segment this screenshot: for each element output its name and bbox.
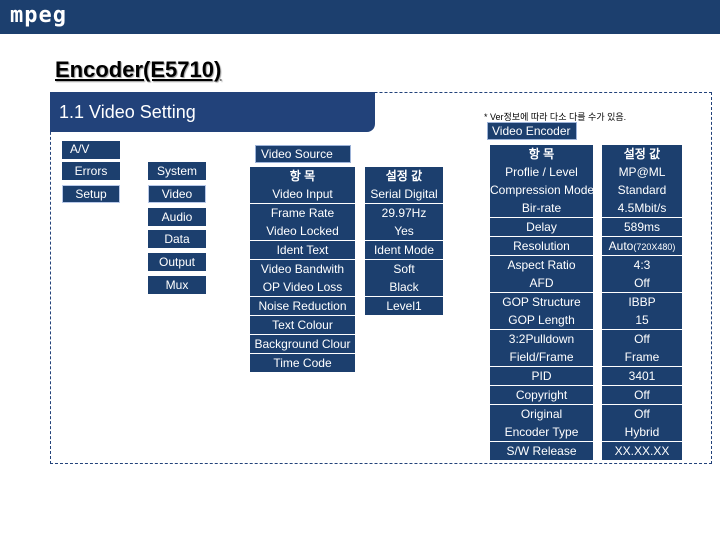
row-value-text: Off [634,276,650,290]
submenu-item-output[interactable]: Output [148,253,206,271]
row-value[interactable]: Black [365,278,443,296]
row-value[interactable]: 589ms [602,218,682,236]
row-value-text: 4:3 [633,258,651,272]
row-label: PID [490,367,593,385]
row-value-text: Off [634,332,650,346]
row-value[interactable]: Serial Digital [365,185,443,203]
row-value-text: Off [634,407,650,421]
page-title: Encoder(E5710) [55,57,222,82]
row-label: AFD [490,274,593,292]
row-label: Background Clour [250,335,355,353]
row-label: Ident Text [250,241,355,259]
row-value[interactable]: IBBP [602,293,682,311]
row-label: GOP Length [490,311,593,329]
row-value-text: Soft [393,262,415,276]
row-value[interactable]: 3401 [602,367,682,385]
video-encoder-tab[interactable]: Video Encoder [487,122,577,140]
row-value-text: 15 [635,313,649,327]
row-value-text: 589ms [623,220,661,234]
row-value-text: Black [389,280,419,294]
row-label: Frame Rate [250,204,355,222]
row-value[interactable]: 29.97Hz [365,204,443,222]
row-value-text: Off [634,388,650,402]
row-label: Copyright [490,386,593,404]
header-item: 항 목 [250,167,355,185]
version-note: * Ver정보에 따라 다소 다를 수가 있음. [484,112,627,122]
row-value-text: Yes [394,224,414,238]
header-item: 항 목 [490,145,593,163]
row-label: Delay [490,218,593,236]
submenu-item-audio[interactable]: Audio [148,208,206,226]
row-value[interactable]: Ident Mode [365,241,443,259]
row-value-text: Standard [617,183,667,197]
row-value-text: 4.5Mbit/s [617,201,667,215]
row-value[interactable]: Off [602,330,682,348]
row-label: Video Input [250,185,355,203]
row-label: Field/Frame [490,348,593,366]
row-value[interactable]: 15 [602,311,682,329]
row-label: Text Colour [250,316,355,334]
row-value-text: Hybrid [624,425,660,439]
content-frame [50,92,712,464]
row-label: Resolution [490,237,593,255]
row-value-text: Auto [608,239,634,253]
row-value[interactable]: Frame [602,348,682,366]
row-value-text: XX.XX.XX [614,444,670,458]
menu-item-errors[interactable]: Errors [62,162,120,180]
header-value: 설정 값 [602,145,682,163]
row-value[interactable]: MP@ML [602,163,682,181]
submenu-item-data[interactable]: Data [148,230,206,248]
row-value[interactable]: Soft [365,260,443,278]
brand-title: mpeg [10,3,67,28]
row-label: Time Code [250,354,355,372]
row-label: Original [490,405,593,423]
row-label: Bir-rate [490,199,593,217]
row-value-text: MP@ML [618,165,666,179]
row-value-text: Serial Digital [370,187,438,201]
row-value[interactable]: 4.5Mbit/s [602,199,682,217]
row-label: Video Locked [250,222,355,240]
menu-item-setup[interactable]: Setup [62,185,120,203]
row-value[interactable]: XX.XX.XX [602,442,682,460]
row-value-text: Frame [624,350,660,364]
row-label: Aspect Ratio [490,256,593,274]
row-value[interactable]: Off [602,405,682,423]
menu-item-av[interactable]: A/V [62,141,120,159]
row-label: GOP Structure [490,293,593,311]
row-value[interactable]: 4:3 [602,256,682,274]
row-label: Compression Mode [490,181,595,199]
header-value: 설정 값 [365,167,443,185]
row-value-text: Level1 [386,299,422,313]
row-value[interactable]: Auto(720X480) [602,237,682,255]
row-label: 3:2Pulldown [490,330,593,348]
row-value-extra: (720X480) [633,242,676,252]
section-title: 1.1 Video Setting [50,92,375,132]
submenu-item-mux[interactable]: Mux [148,276,206,294]
row-value[interactable]: Standard [602,181,682,199]
row-value-text: IBBP [628,295,656,309]
row-label: S/W Release [490,442,593,460]
row-value-text: 29.97Hz [381,206,427,220]
submenu-item-system[interactable]: System [148,162,206,180]
row-value[interactable]: Off [602,386,682,404]
video-source-tab[interactable]: Video Source [255,145,351,163]
row-label: Proflie / Level [490,163,593,181]
row-value[interactable]: Level1 [365,297,443,315]
row-label: Encoder Type [490,423,593,441]
row-label: OP Video Loss [250,278,355,296]
row-value-text: 3401 [628,369,656,383]
top-bar: mpeg [0,0,720,34]
row-value[interactable]: Hybrid [602,423,682,441]
row-value[interactable]: Yes [365,222,443,240]
row-label: Noise Reduction [250,297,355,315]
submenu-item-video[interactable]: Video [148,185,206,203]
row-label: Video Bandwith [250,260,355,278]
row-value-text: Ident Mode [373,243,435,257]
row-value[interactable]: Off [602,274,682,292]
